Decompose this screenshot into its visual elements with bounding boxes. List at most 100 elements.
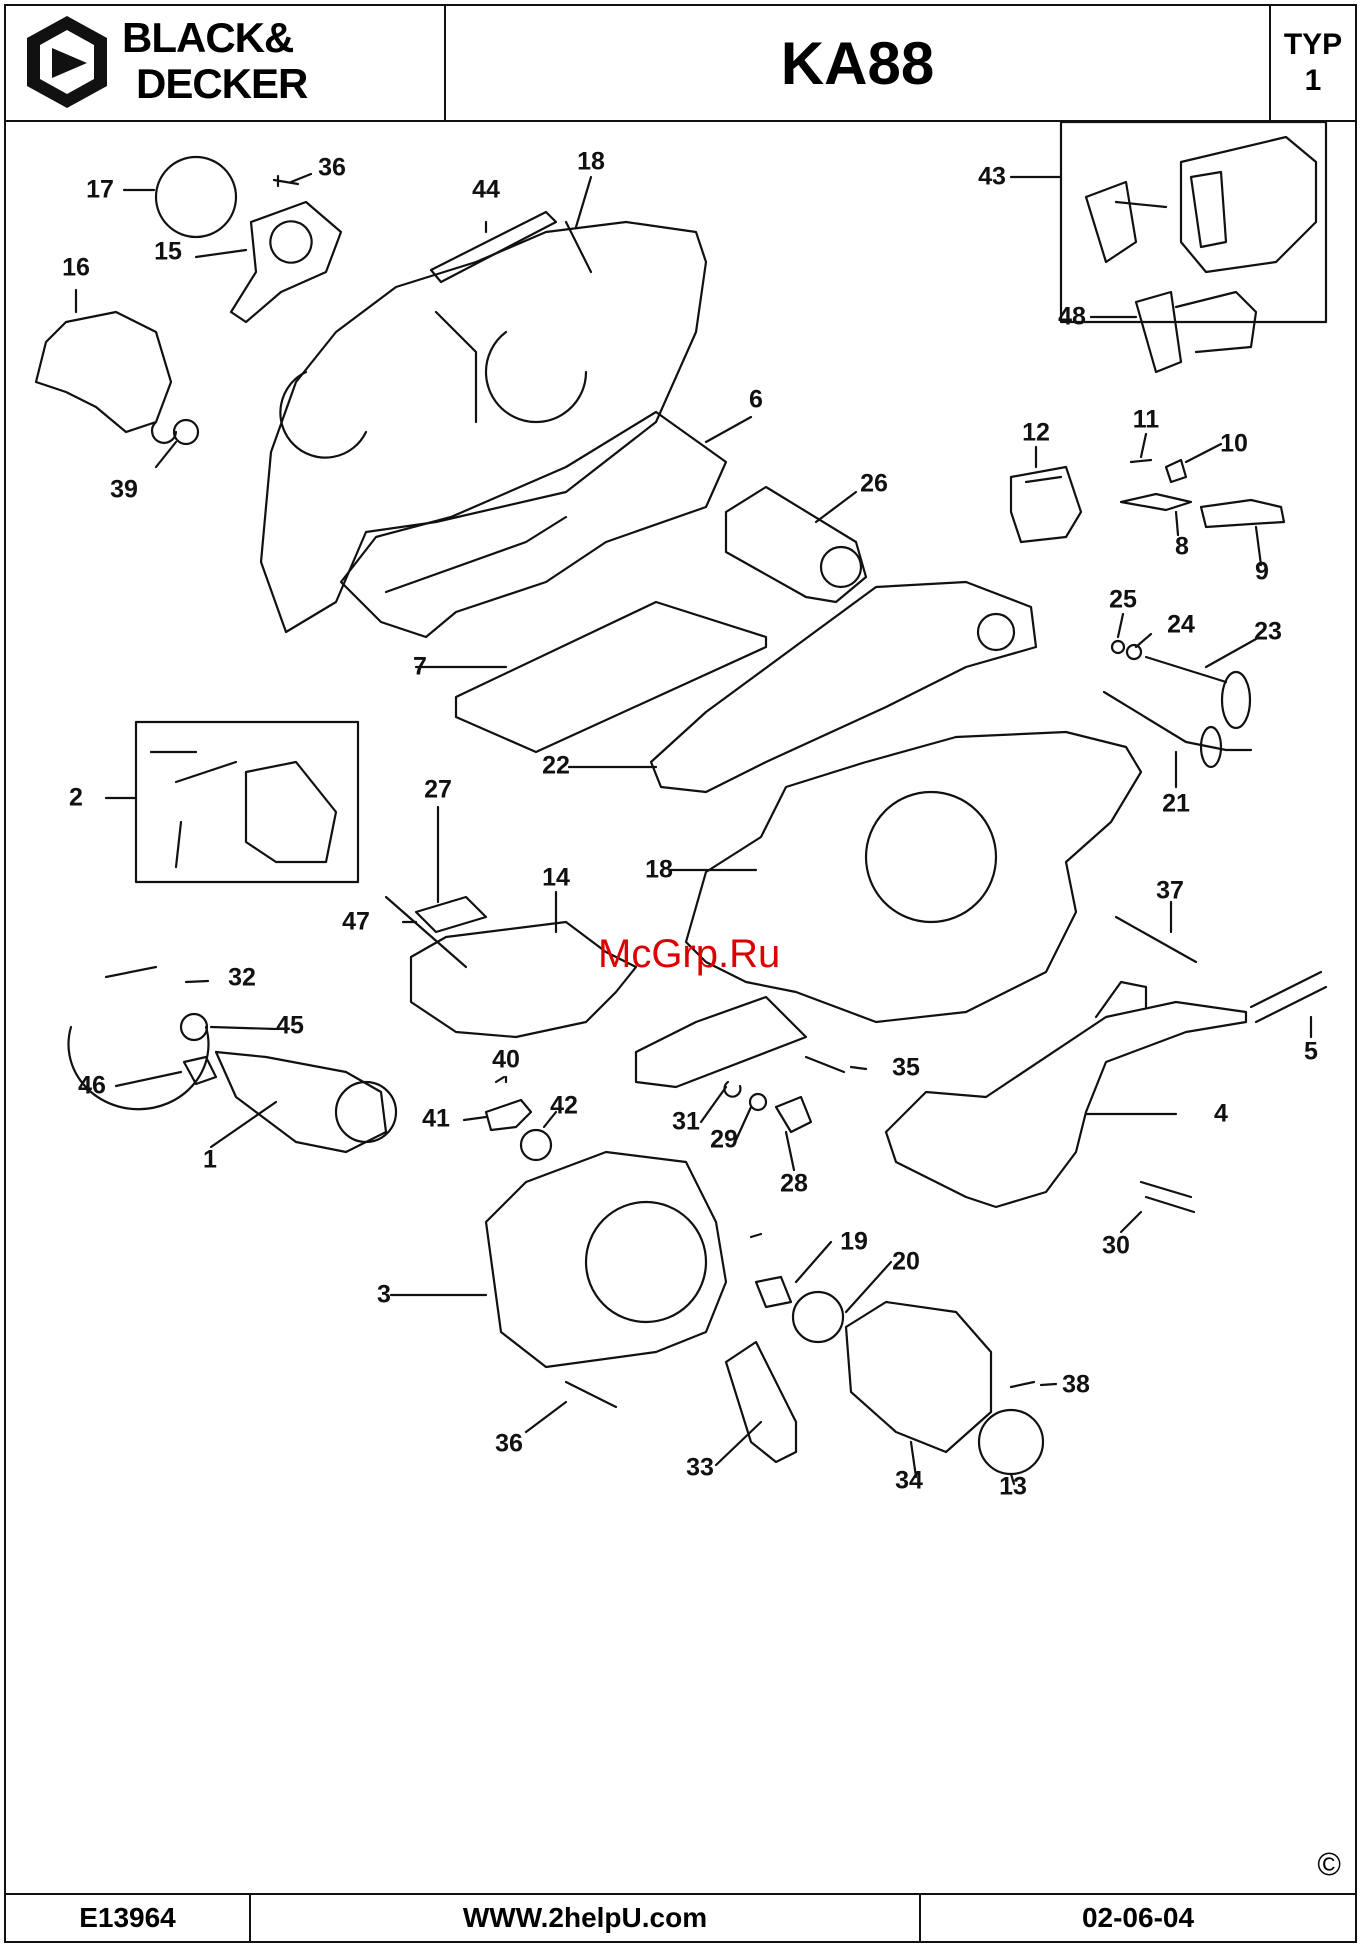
handle-grip-icon bbox=[1086, 137, 1316, 272]
part-label: 5 bbox=[1304, 1038, 1318, 1067]
parts-sheet: BLACK& DECKER KA88 TYP 1 bbox=[4, 4, 1357, 1943]
long-screw-27-icon bbox=[386, 897, 466, 967]
part-label: 36 bbox=[318, 154, 346, 183]
armature-1-icon bbox=[216, 1052, 386, 1152]
part-label: 27 bbox=[424, 776, 452, 805]
bearing-45-icon bbox=[181, 1014, 207, 1040]
part-label: 19 bbox=[840, 1228, 868, 1257]
part-label: 38 bbox=[1062, 1371, 1090, 1400]
part-label: 26 bbox=[860, 470, 888, 499]
part-label: 35 bbox=[892, 1054, 920, 1083]
brush-46-icon bbox=[184, 1057, 216, 1084]
disc-13-icon bbox=[979, 1410, 1043, 1474]
part-label: 1 bbox=[203, 1146, 217, 1175]
nut-28-icon bbox=[776, 1097, 811, 1132]
part-label: 14 bbox=[542, 864, 570, 893]
part-label: 18 bbox=[645, 856, 673, 885]
lower-housing-icon bbox=[686, 732, 1141, 1022]
part-label: 15 bbox=[154, 238, 182, 267]
part-label: 47 bbox=[342, 908, 370, 937]
belt-arm-icon bbox=[651, 582, 1036, 792]
spring-30-icon bbox=[1141, 1182, 1194, 1212]
part-label: 31 bbox=[672, 1108, 700, 1137]
part-label: 25 bbox=[1109, 586, 1137, 615]
part-label: 37 bbox=[1156, 877, 1184, 906]
part-label: 16 bbox=[62, 254, 90, 283]
switch-icon bbox=[1011, 467, 1081, 542]
front-knob-icon bbox=[36, 312, 176, 443]
hexagon-logo-icon bbox=[12, 8, 122, 118]
drive-shaft-21-icon bbox=[1104, 692, 1251, 750]
part-label: 6 bbox=[749, 386, 763, 415]
cable-8-icon bbox=[1121, 494, 1191, 510]
exploded-diagram: 17 36 18 44 43 15 16 39 48 6 12 11 10 26… bbox=[6, 122, 1355, 1895]
part-label: 2 bbox=[69, 784, 83, 813]
gear-20-icon bbox=[793, 1292, 843, 1342]
model-title: KA88 bbox=[446, 6, 1271, 120]
brand-logo: BLACK& DECKER bbox=[6, 6, 446, 120]
axle-23-icon bbox=[1146, 657, 1226, 682]
part-label: 10 bbox=[1220, 430, 1248, 459]
part-label: 42 bbox=[550, 1092, 578, 1121]
platen-plate-icon bbox=[456, 602, 766, 752]
screw-38-icon bbox=[1011, 1382, 1034, 1387]
website-link[interactable]: WWW.2helpU.com bbox=[251, 1895, 921, 1941]
part-label: 18 bbox=[577, 148, 605, 177]
doc-number: E13964 bbox=[6, 1895, 251, 1941]
part-label: 30 bbox=[1102, 1232, 1130, 1261]
part-label: 9 bbox=[1255, 558, 1269, 587]
stator-icon bbox=[151, 752, 336, 867]
part-label: 17 bbox=[86, 176, 114, 205]
film-47-icon bbox=[416, 897, 486, 932]
bearing-42-icon bbox=[521, 1130, 551, 1160]
part-label: 3 bbox=[377, 1281, 391, 1310]
cable-sleeve-9-icon bbox=[1201, 500, 1284, 527]
part-label: 36 bbox=[495, 1430, 523, 1459]
part-label: 29 bbox=[710, 1126, 738, 1155]
disc-part-icon bbox=[156, 157, 236, 237]
gearbox-housing-3-icon bbox=[486, 1152, 726, 1367]
brand-line2: DECKER bbox=[136, 60, 307, 108]
watermark: McGrp.Ru bbox=[598, 932, 780, 977]
base-frame-icon bbox=[341, 412, 726, 637]
footer: E13964 WWW.2helpU.com 02-06-04 bbox=[6, 1893, 1355, 1941]
lower-housing-foot-icon bbox=[636, 997, 806, 1087]
belt-cover-34-icon bbox=[846, 1302, 991, 1452]
washer-25-icon bbox=[1112, 641, 1124, 653]
upper-housing-detail-icon bbox=[280, 222, 591, 458]
tension-lever-4-icon bbox=[886, 1002, 1246, 1207]
washer-29-icon bbox=[750, 1094, 766, 1110]
part-label: 24 bbox=[1167, 611, 1195, 640]
part-label: 33 bbox=[686, 1454, 714, 1483]
part-label: 45 bbox=[276, 1012, 304, 1041]
part-label: 8 bbox=[1175, 533, 1189, 562]
part-label: 48 bbox=[1058, 303, 1086, 332]
brand-line1: BLACK& bbox=[122, 14, 293, 62]
part-label: 7 bbox=[413, 653, 427, 682]
washer-24-icon bbox=[1127, 645, 1141, 659]
part-label: 20 bbox=[892, 1248, 920, 1277]
header: BLACK& DECKER KA88 TYP 1 bbox=[6, 6, 1355, 122]
screw-36-lower-icon bbox=[566, 1382, 616, 1407]
screw-37-icon bbox=[1116, 917, 1196, 962]
screw-40-icon bbox=[496, 1077, 504, 1082]
part-label: 4 bbox=[1214, 1100, 1228, 1129]
part-label: 21 bbox=[1162, 790, 1190, 819]
part-label: 13 bbox=[999, 1473, 1027, 1502]
clip-10-icon bbox=[1166, 460, 1186, 482]
part-label: 23 bbox=[1254, 618, 1282, 647]
clip-31-icon bbox=[724, 1082, 740, 1097]
typ-value: 1 bbox=[1305, 63, 1322, 99]
type-box: TYP 1 bbox=[1271, 6, 1355, 120]
drum-roller-icon bbox=[726, 487, 866, 602]
typ-label: TYP bbox=[1284, 27, 1342, 63]
label-strip-icon bbox=[431, 212, 556, 282]
part-label: 22 bbox=[542, 752, 570, 781]
upper-housing-icon bbox=[261, 222, 706, 632]
plate-41-icon bbox=[486, 1100, 531, 1130]
part-label: 39 bbox=[110, 476, 138, 505]
handle-cap-icon bbox=[1136, 292, 1256, 372]
copyright-icon: © bbox=[1317, 1846, 1341, 1883]
doc-date: 02-06-04 bbox=[921, 1895, 1355, 1941]
part-label: 34 bbox=[895, 1467, 923, 1496]
